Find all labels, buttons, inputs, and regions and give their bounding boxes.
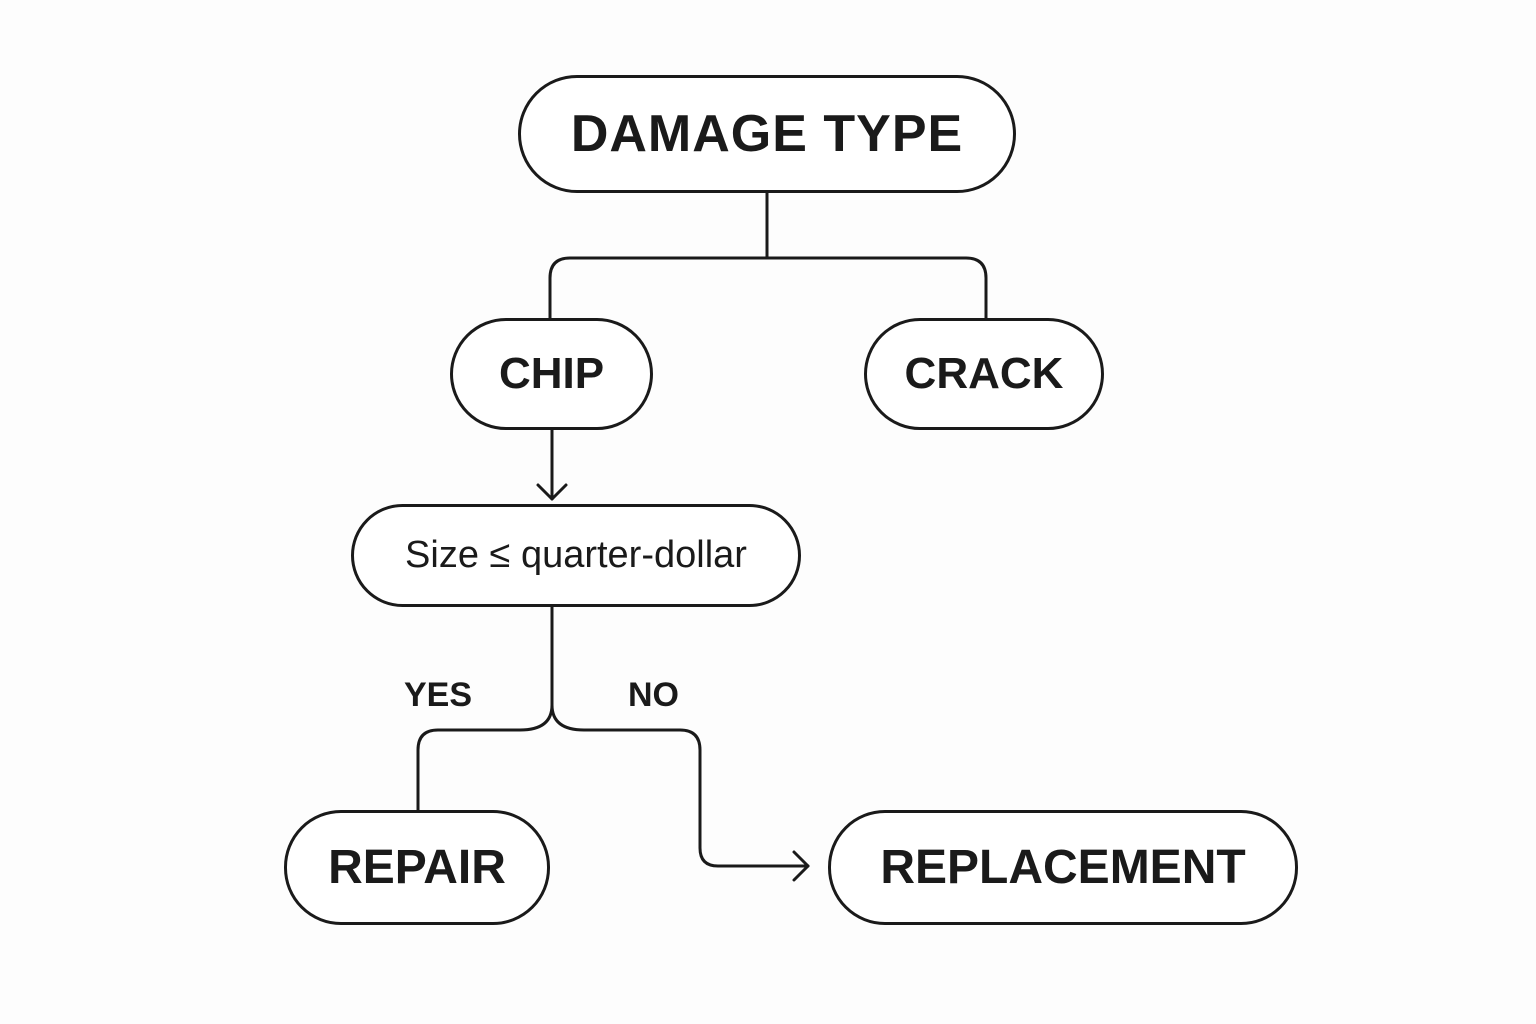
- edge-label-no: NO: [628, 676, 679, 714]
- node-crack-label: CRACK: [904, 349, 1064, 398]
- connector-yes-to-repair: [416, 703, 554, 812]
- connector-split-to-crack: [765, 256, 988, 320]
- node-repair-label: REPAIR: [328, 841, 506, 894]
- node-size-check-label: Size ≤ quarter-dollar: [405, 534, 747, 576]
- arrowhead-replacement-icon: [792, 850, 810, 882]
- node-replacement-label: REPLACEMENT: [880, 841, 1246, 894]
- node-damage-type: DAMAGE TYPE: [518, 75, 1016, 193]
- node-replacement: REPLACEMENT: [828, 810, 1298, 925]
- arrowhead-size-icon: [536, 483, 568, 501]
- node-chip: CHIP: [450, 318, 653, 430]
- node-size-check: Size ≤ quarter-dollar: [351, 504, 801, 607]
- connector-split-to-chip: [548, 256, 769, 320]
- node-repair: REPAIR: [284, 810, 550, 925]
- node-chip-label: CHIP: [498, 349, 605, 398]
- edge-label-yes: YES: [404, 676, 473, 714]
- node-crack: CRACK: [864, 318, 1104, 430]
- node-damage-type-label: DAMAGE TYPE: [570, 105, 964, 163]
- connector-no-to-replacement: [550, 703, 810, 868]
